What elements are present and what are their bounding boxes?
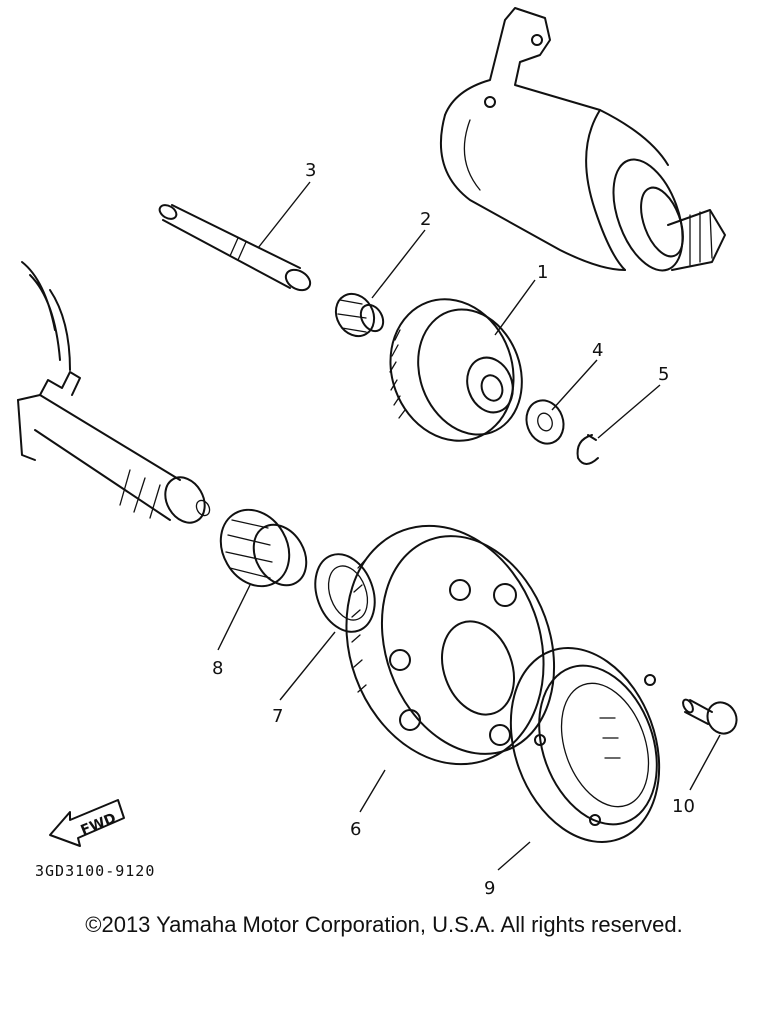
part-label-1: 1: [537, 262, 548, 283]
diagram-code: 3GD3100-9120: [35, 862, 155, 880]
washer-part-7: [314, 553, 376, 633]
starter-motor: [439, 7, 726, 272]
idler-gear-part-1: [389, 298, 523, 442]
part-label-6: 6: [350, 819, 361, 840]
part-label-7: 7: [272, 706, 283, 727]
part-label-5: 5: [658, 364, 669, 385]
fwd-arrow: FWD: [49, 799, 125, 847]
part-label-2: 2: [420, 209, 431, 230]
starter-wheel-gear-part-6: [345, 524, 556, 766]
leader-lines: [217, 181, 721, 871]
part-label-8: 8: [212, 658, 223, 679]
needle-bearing-part-2: [334, 292, 385, 338]
bolt-part-10: [682, 698, 738, 735]
bearing-part-8: [219, 508, 308, 588]
one-way-clutch-part-9: [509, 647, 661, 843]
crankshaft: [17, 261, 211, 524]
part-label-4: 4: [592, 340, 603, 361]
copyright-notice: ©2013 Yamaha Motor Corporation, U.S.A. A…: [85, 912, 683, 937]
circlip-part-5: [576, 434, 599, 465]
shaft-part-3: [158, 204, 312, 292]
part-label-3: 3: [305, 160, 316, 181]
part-label-9: 9: [484, 878, 495, 899]
washer-part-4: [525, 399, 565, 445]
part-label-10: 10: [672, 796, 695, 817]
